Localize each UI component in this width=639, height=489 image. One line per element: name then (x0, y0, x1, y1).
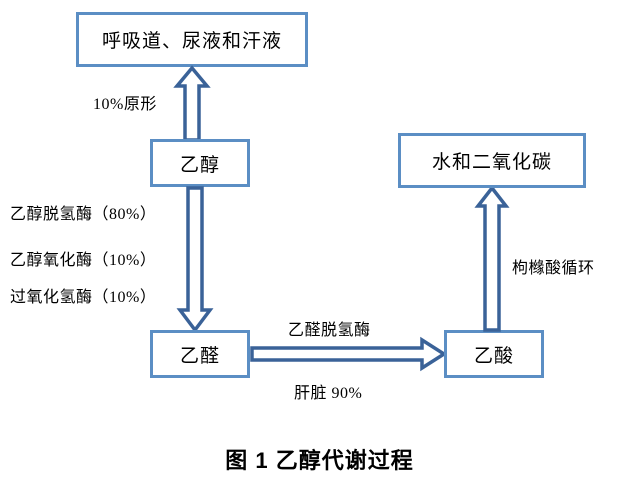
label-citric-acid-cycle: 枸橼酸循环 (512, 260, 595, 277)
arrow-ethanol-to-acetaldehyde (176, 186, 214, 333)
node-water-co2: 水和二氧化碳 (398, 133, 586, 188)
figure-caption: 图 1 乙醇代谢过程 (225, 448, 414, 473)
arrow-acetate-to-water-co2 (474, 185, 510, 332)
node-excretion: 呼吸道、尿液和汗液 (76, 12, 308, 67)
label-liver-ninety-percent: 肝脏 90% (294, 385, 363, 402)
node-ethanol: 乙醇 (150, 139, 250, 187)
label-enzyme-catalase: 过氧化氢酶（10%） (10, 289, 157, 306)
label-enzyme-oxidase: 乙醇氧化酶（10%） (10, 252, 157, 269)
node-acetaldehyde: 乙醛 (150, 330, 250, 378)
label-ten-percent-unchanged: 10%原形 (93, 96, 157, 113)
node-acetate: 乙酸 (444, 330, 544, 378)
label-aldh: 乙醛脱氢酶 (288, 322, 371, 339)
label-enzyme-adh: 乙醇脱氢酶（80%） (10, 206, 157, 223)
arrow-acetaldehyde-to-acetate (250, 336, 448, 372)
arrow-ethanol-to-excretion (173, 65, 211, 142)
